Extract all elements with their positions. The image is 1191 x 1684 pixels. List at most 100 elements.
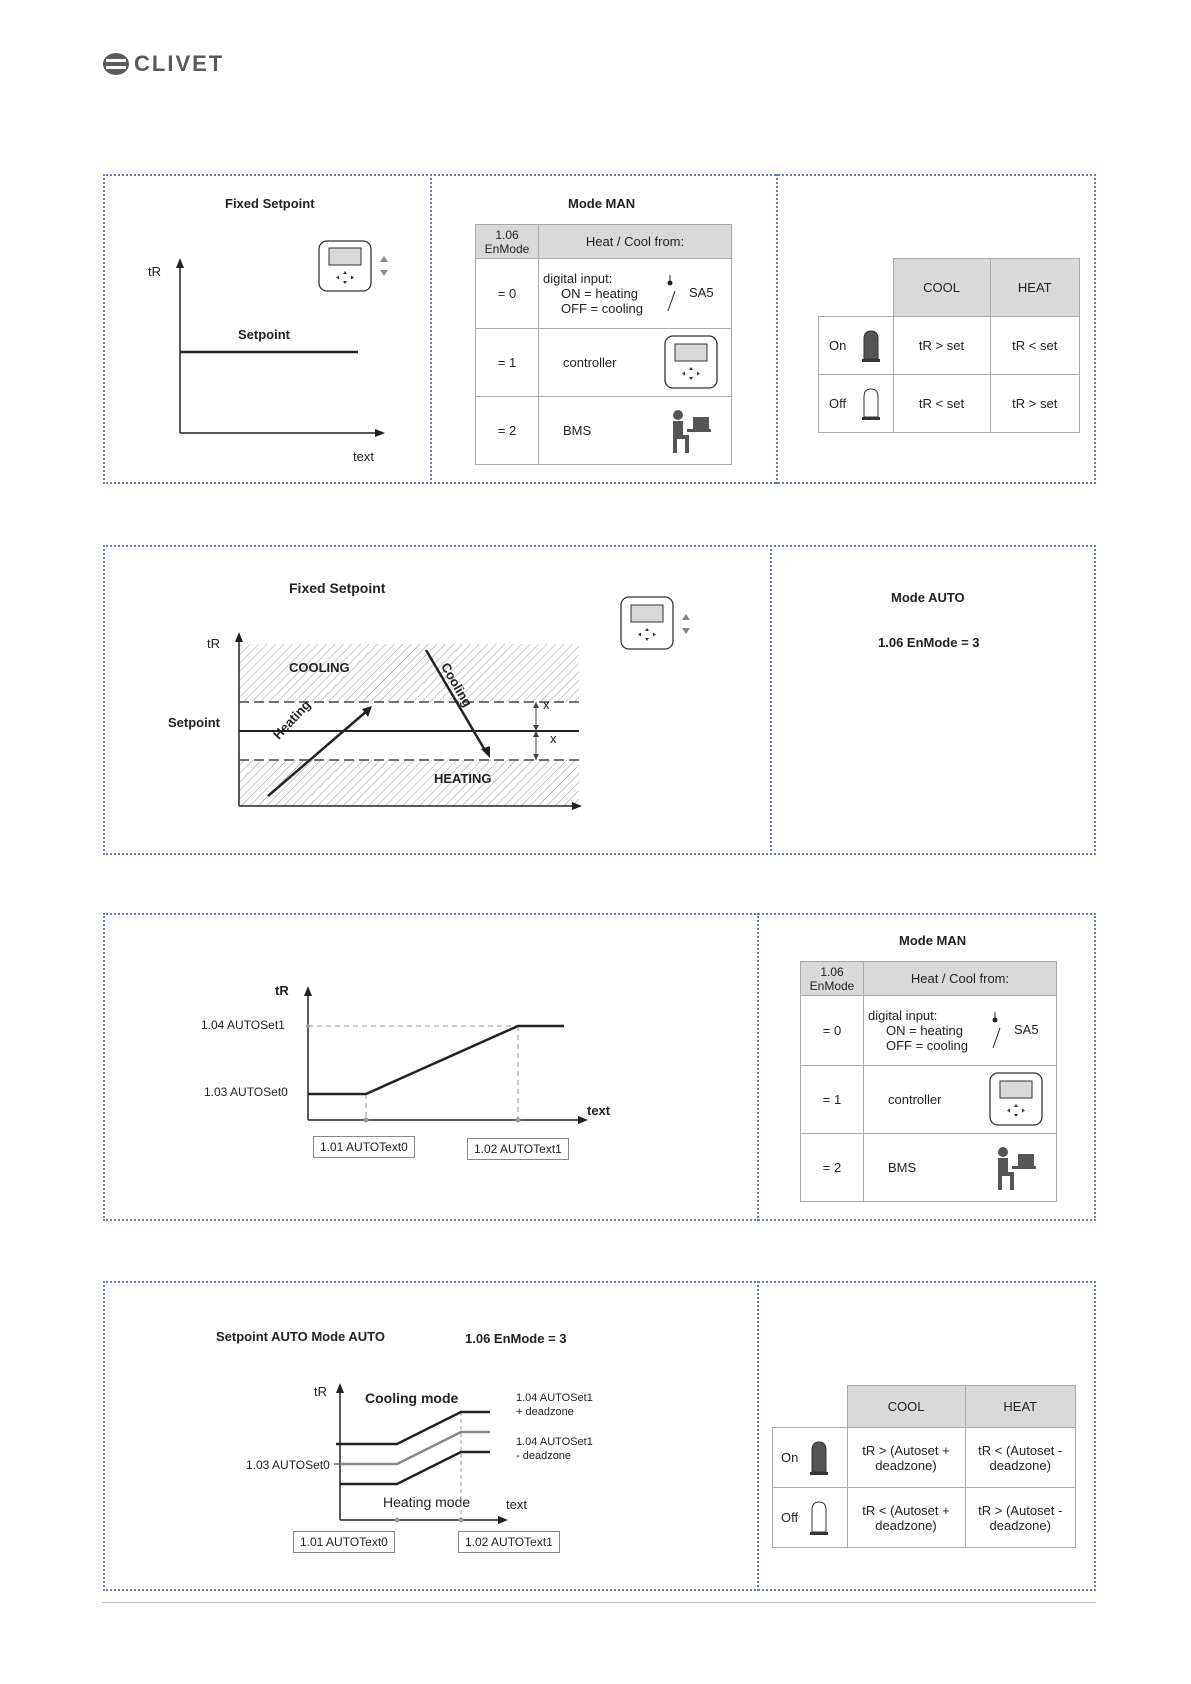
off-cool-line1: tR < (Autoset + [862, 1502, 950, 1518]
cooling-zone-label: COOLING [289, 660, 350, 675]
switch-icon [667, 275, 676, 312]
heating-zone-label: HEATING [434, 771, 492, 786]
autoset0-label-4: 1.03 AUTOSet0 [246, 1458, 330, 1472]
y-axis-label-3: tR [275, 983, 289, 998]
controller-label: controller [888, 1092, 942, 1107]
row-value: = 1 [475, 328, 539, 397]
mode-auto-value: 1.06 EnMode = 3 [878, 635, 980, 650]
x-axis-label-3: text [587, 1103, 611, 1118]
delta-x-upper: x [543, 697, 550, 712]
fixed-setpoint-chart [176, 258, 385, 437]
mode-man-table-3: 1.06 EnMode Heat / Cool from: = 0 digita… [800, 961, 1057, 1202]
on-heat-line2: deadzone) [989, 1457, 1051, 1473]
on-cool-line2: deadzone) [875, 1457, 937, 1473]
bms-operator-icon [673, 410, 711, 453]
auto-deadzone-chart [334, 1383, 508, 1524]
section-3-panel [103, 913, 1096, 1221]
mode-man-table: 1.06 EnMode Heat / Cool from: = 0 digita… [475, 224, 732, 465]
setpoint-auto-title: Setpoint AUTO Mode AUTO [216, 1329, 385, 1344]
row-value: = 0 [800, 995, 864, 1066]
heat-header: HEAT [989, 258, 1080, 317]
section-3-divider [757, 913, 759, 1221]
cooling-mode-label: Cooling mode [365, 1390, 459, 1406]
controller-device-icon [989, 1072, 1043, 1126]
off-heat-line2: deadzone) [989, 1517, 1051, 1533]
delta-x-lower: x [550, 731, 557, 746]
off-cooling-label: OFF = cooling [561, 301, 644, 316]
compressor-on-icon [862, 330, 880, 362]
sa5-label: SA5 [1014, 1022, 1039, 1037]
fixed-setpoint-title-2: Fixed Setpoint [289, 580, 386, 596]
enmode-value-4: 1.06 EnMode = 3 [465, 1331, 567, 1346]
row-value: = 2 [475, 396, 539, 465]
controller-device-icon [318, 240, 388, 292]
section-4-panel [103, 1281, 1096, 1591]
enmode-header: 1.06 EnMode [800, 961, 864, 996]
x-axis-label: text [353, 449, 374, 464]
heat-cool-header: Heat / Cool from: [863, 961, 1057, 996]
controller-device-icon [620, 596, 690, 650]
deadzone-minus-label: - deadzone [516, 1450, 572, 1462]
autotext0-box-4: 1.01 AUTOText0 [293, 1531, 395, 1553]
compressor-off-icon [810, 1501, 828, 1535]
x-axis-label-4: text [506, 1497, 527, 1512]
logo-text: CLIVET [134, 51, 225, 76]
enmode-header: 1.06 EnMode [475, 224, 539, 259]
mode-auto-title: Mode AUTO [891, 590, 965, 605]
on-heat-cell: tR < set [989, 316, 1080, 375]
autoset1-plus-label: 1.04 AUTOSet1 [516, 1392, 593, 1404]
y-axis-label: tR [148, 264, 161, 279]
off-cool-cell: tR < set [892, 374, 991, 433]
row-value: = 0 [475, 258, 539, 329]
on-cool-line1: tR > (Autoset + [862, 1442, 950, 1458]
section-2-divider [770, 545, 772, 855]
y-axis-label-4: tR [314, 1384, 327, 1399]
state-off-label: Off [829, 396, 847, 411]
section-1-divider-b [776, 174, 778, 484]
setpoint-label-2: Setpoint [168, 715, 220, 730]
controller-label: controller [563, 355, 617, 370]
on-cool-cell: tR > set [892, 316, 991, 375]
autotext1-box: 1.02 AUTOText1 [467, 1138, 569, 1160]
state-off-label: Off [781, 1510, 799, 1525]
bms-operator-icon [998, 1147, 1036, 1190]
on-off-state-table: COOL HEAT On tR > set tR < set Off tR < … [818, 258, 1080, 433]
off-heat-cell: tR > set [989, 374, 1080, 433]
on-off-deadzone-table: COOL HEAT On tR > (Autoset + deadzone) t… [772, 1385, 1076, 1548]
section-1-panel [103, 174, 1096, 484]
autoset1-minus-label: 1.04 AUTOSet1 [516, 1436, 593, 1448]
off-cool-line2: deadzone) [875, 1517, 937, 1533]
bms-label: BMS [888, 1160, 917, 1175]
state-on-label: On [781, 1450, 799, 1465]
cool-header: COOL [846, 1385, 966, 1428]
on-heat-line1: tR < (Autoset - [978, 1442, 1063, 1458]
bms-label: BMS [563, 423, 592, 438]
on-heating-label: ON = heating [561, 286, 638, 301]
logo-mark-icon [103, 53, 129, 75]
cool-header: COOL [892, 258, 991, 317]
state-on-label: On [829, 338, 847, 353]
sa5-label: SA5 [689, 285, 714, 300]
section-2-panel [103, 545, 1096, 855]
auto-setpoint-chart [304, 986, 588, 1124]
row-value: = 1 [800, 1065, 864, 1134]
setpoint-line-label: Setpoint [238, 327, 290, 342]
deadzone-plus-label: + deadzone [516, 1406, 574, 1418]
off-heat-line1: tR > (Autoset - [978, 1502, 1063, 1518]
digital-input-label: digital input: [868, 1008, 938, 1023]
autotext1-box-4: 1.02 AUTOText1 [458, 1531, 560, 1553]
heating-mode-label: Heating mode [383, 1494, 471, 1510]
digital-input-label: digital input: [543, 271, 613, 286]
autotext0-box: 1.01 AUTOText0 [313, 1136, 415, 1158]
section-4-divider [757, 1281, 759, 1591]
autoset0-label: 1.03 AUTOSet0 [204, 1085, 288, 1099]
mode-man-title-3: Mode MAN [899, 933, 967, 948]
fixed-setpoint-title: Fixed Setpoint [225, 196, 315, 211]
footer-rule [102, 1602, 1096, 1603]
on-heating-label: ON = heating [886, 1023, 963, 1038]
off-cooling-label: OFF = cooling [886, 1038, 969, 1053]
section-1-divider-a [430, 174, 432, 484]
auto-band-chart [235, 632, 582, 810]
brand-logo: CLIVET [102, 50, 224, 78]
y-axis-label-2: tR [207, 636, 220, 651]
